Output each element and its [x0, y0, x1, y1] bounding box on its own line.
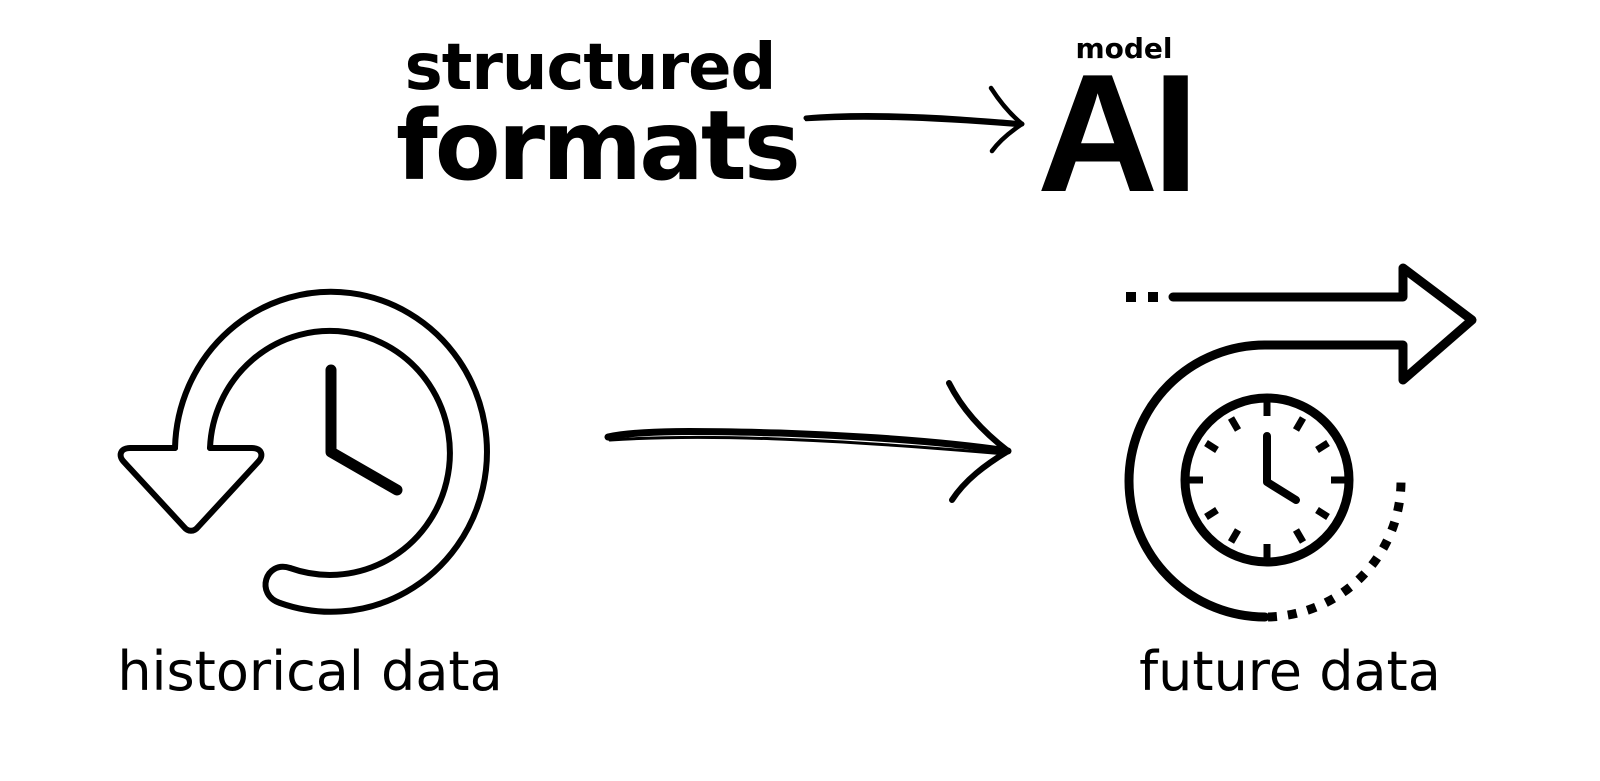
top-arrow-icon [803, 85, 1025, 154]
ai-text: AI [1037, 39, 1199, 227]
model-text: model [1075, 32, 1173, 65]
future-data-label: future data [1139, 640, 1441, 703]
bottom-arrow-icon [604, 380, 1012, 503]
history-clock-icon [117, 288, 490, 615]
clock-ticks [1185, 398, 1349, 562]
historical-data-label: historical data [117, 640, 503, 703]
future-clock-icon [1124, 263, 1477, 622]
structured-text: structured [404, 31, 777, 105]
formats-text: formats [396, 90, 801, 202]
